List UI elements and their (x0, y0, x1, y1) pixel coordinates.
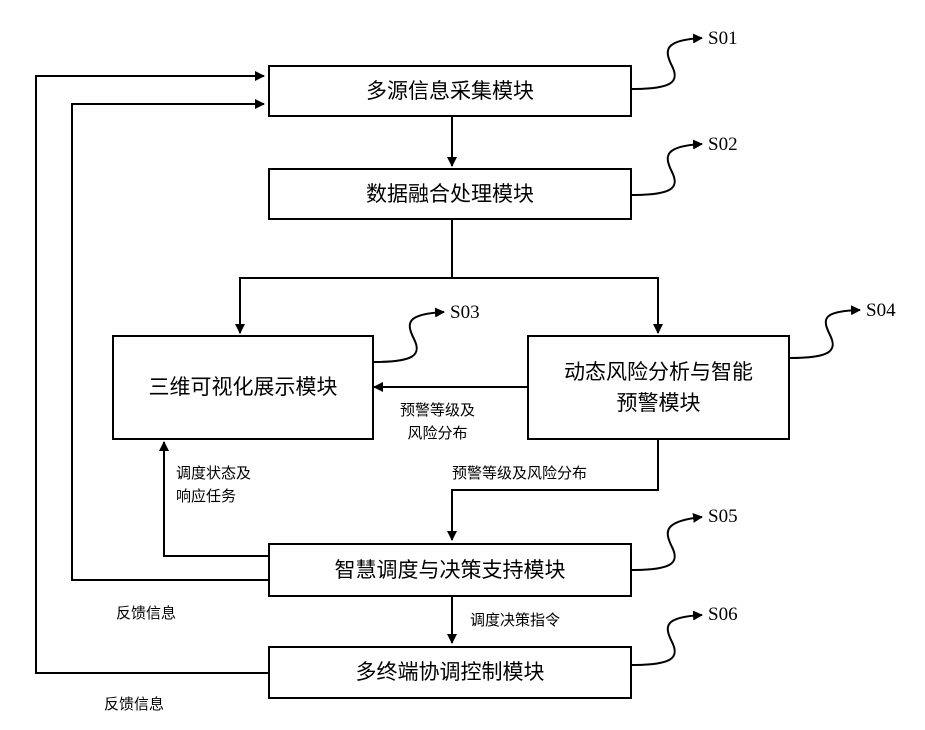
module-terminal-label: 多终端协调控制模块 (356, 657, 545, 687)
squiggle-s06 (632, 615, 702, 665)
module-dispatch: 智慧调度与决策支持模块 (268, 543, 632, 597)
module-dispatch-label: 智慧调度与决策支持模块 (335, 555, 566, 585)
module-risk: 动态风险分析与智能 预警模块 (527, 335, 790, 440)
squiggle-s02 (632, 144, 702, 195)
edge-label-feedback-1: 反馈信息 (116, 602, 176, 625)
edge-label-feedback-2: 反馈信息 (104, 693, 164, 716)
step-label-s05: S05 (708, 506, 738, 528)
squiggle-s01 (632, 38, 702, 89)
module-collection-label: 多源信息采集模块 (366, 76, 534, 106)
module-risk-label-line1: 动态风险分析与智能 (564, 357, 753, 387)
squiggle-s05 (632, 517, 702, 570)
step-label-s06: S06 (708, 604, 738, 626)
arrow-risk-to-dispatch (452, 440, 658, 540)
module-terminal: 多终端协调控制模块 (268, 646, 632, 699)
step-label-s02: S02 (708, 134, 738, 156)
edge-label-warning-to-visual-line1: 预警等级及 (400, 399, 475, 422)
module-visual-label: 三维可视化展示模块 (149, 372, 338, 402)
module-fusion: 数据融合处理模块 (268, 168, 632, 220)
edge-label-warning-to-visual-line2: 风险分布 (400, 422, 475, 445)
edge-label-warning-to-visual: 预警等级及 风险分布 (400, 399, 475, 444)
module-fusion-label: 数据融合处理模块 (366, 179, 534, 209)
step-label-s01: S01 (708, 28, 738, 50)
step-label-s04: S04 (866, 300, 896, 322)
step-label-s03: S03 (450, 302, 480, 324)
arrow-fusion-to-risk (452, 278, 658, 333)
edge-label-dispatch-to-visual: 调度状态及 响应任务 (176, 462, 251, 507)
module-visual: 三维可视化展示模块 (112, 335, 374, 440)
squiggle-s03 (374, 312, 444, 362)
module-risk-label-line2: 预警模块 (617, 388, 701, 418)
squiggle-s04 (790, 310, 860, 358)
module-collection: 多源信息采集模块 (268, 65, 632, 117)
edge-label-warning-to-dispatch: 预警等级及风险分布 (452, 462, 587, 485)
edge-label-dispatch-to-visual-line2: 响应任务 (176, 485, 251, 508)
edge-label-dispatch-to-visual-line1: 调度状态及 (176, 462, 251, 485)
edge-label-dispatch-command: 调度决策指令 (470, 609, 560, 632)
